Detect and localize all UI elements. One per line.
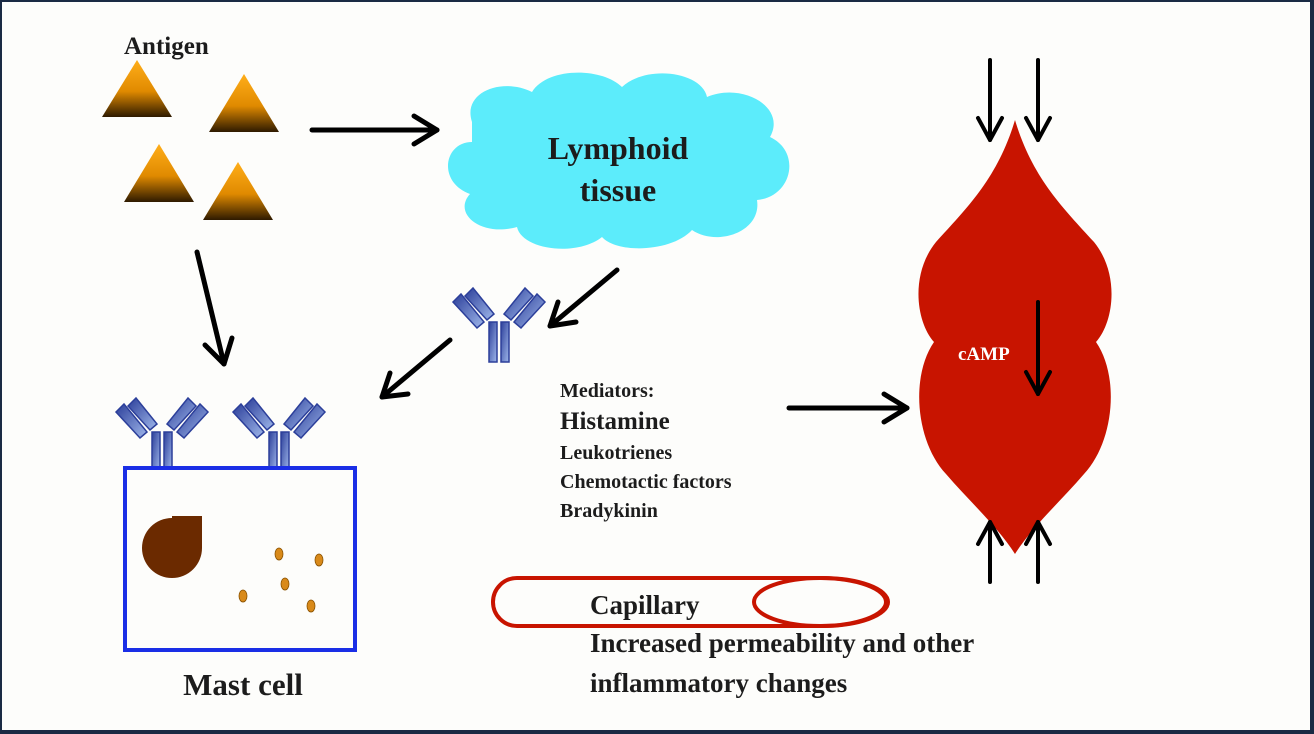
lymphoid-label-line1: Lymphoid [548,130,689,166]
arrowhead [881,391,910,425]
lymphoid-tissue-cloud [448,72,790,249]
antigen-triangle [102,60,172,117]
arrowhead [411,113,440,147]
capillary-vessel [491,576,890,628]
antigen-triangle [124,144,194,202]
granule [306,599,316,613]
arrowhead [976,116,1004,142]
permeability-line2: inflammatory changes [590,668,847,698]
camp-label: cAMP [958,344,1010,365]
smooth-muscle-cell [918,120,1112,554]
antigen-label: Antigen [124,33,209,60]
antigen-triangles [102,60,279,220]
arrowhead [1024,370,1052,396]
capillary-label: Capillary [590,590,700,620]
free-antibody [452,287,546,363]
granule [314,553,324,567]
mediator-item: Histamine [560,408,670,435]
arrow-antigen-to-mast-cell [194,249,227,367]
mediator-item: Bradykinin [560,500,658,522]
mediator-item: Leukotrienes [560,442,672,464]
mast-cell-nucleus [142,516,202,578]
arrowhead [1024,116,1052,142]
mast-cell-label: Mast cell [183,667,303,702]
mast-cell-granules [238,547,324,613]
granule [274,547,284,561]
muscle-arrows [976,58,1052,584]
arrowhead [547,299,579,329]
antigen-triangle [209,74,279,132]
arrowhead [976,520,1004,546]
mediator-item: Chemotactic factors [560,471,732,493]
permeability-line1: Increased permeability and other [590,628,974,658]
arrow-antibody-to-mast-cell [379,337,453,400]
mediators-list: Mediators: Histamine Leukotrienes Chemot… [560,380,732,522]
arrow-lymphoid-to-antibody [547,267,620,329]
mast-cell-antibody-right [232,397,326,473]
antigen-triangle [203,162,273,220]
mast-cell-antibody-left [115,397,209,473]
arrowhead [1024,520,1052,546]
mediators-heading: Mediators: [560,380,654,402]
granule [280,577,290,591]
lymphoid-label-line2: tissue [580,172,656,208]
arrowhead [379,370,411,400]
granule [238,589,248,603]
arrowhead [202,335,235,367]
arrows [194,113,910,425]
